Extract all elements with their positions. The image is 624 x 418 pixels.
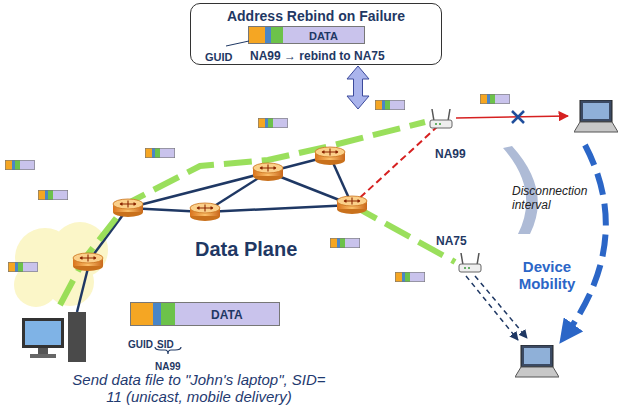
stand-base bbox=[30, 354, 56, 358]
network-cloud: NA99 bbox=[360, 72, 525, 172]
mobility-arc bbox=[565, 145, 606, 336]
lost-link bbox=[456, 116, 568, 118]
label-box: SID bbox=[157, 334, 174, 352]
mobility-label: Device Mobility bbox=[512, 258, 582, 293]
router bbox=[315, 147, 345, 165]
router bbox=[190, 203, 220, 221]
field-label: NA99 bbox=[155, 361, 181, 373]
label-box: GUID bbox=[128, 334, 153, 352]
packet-segment bbox=[161, 303, 175, 325]
state-label: Disconnection interval bbox=[512, 185, 602, 213]
delivery-path bbox=[352, 205, 455, 262]
link bbox=[77, 268, 88, 312]
payload-label: DATA bbox=[283, 27, 364, 43]
packet bbox=[480, 94, 510, 104]
desktop-pc bbox=[22, 312, 86, 362]
label-box: GUID bbox=[205, 47, 233, 65]
packet bbox=[145, 148, 175, 158]
link bbox=[128, 172, 268, 208]
packet bbox=[330, 238, 360, 248]
network-label: NA75 bbox=[436, 234, 467, 248]
label-box: NA99 → rebind to NA75 bbox=[250, 46, 385, 64]
failed-path bbox=[352, 126, 438, 205]
packet-segment bbox=[249, 27, 265, 43]
cloud-shape bbox=[68, 120, 409, 300]
packet-segment bbox=[271, 27, 283, 43]
packet bbox=[258, 118, 288, 128]
monitor bbox=[22, 318, 64, 348]
network-cloud: NA75 bbox=[378, 215, 518, 310]
packet-segment bbox=[153, 303, 161, 325]
tower bbox=[68, 312, 86, 362]
wireless-link bbox=[466, 276, 518, 340]
cloud-outline bbox=[60, 110, 420, 310]
cloud-shape bbox=[364, 77, 520, 167]
stand bbox=[38, 348, 48, 354]
packet-header: DATA bbox=[130, 302, 280, 326]
packets bbox=[5, 94, 510, 282]
link bbox=[205, 205, 352, 212]
label-box: Disconnection interval bbox=[512, 185, 602, 213]
router bbox=[73, 253, 103, 271]
router-links bbox=[77, 156, 352, 312]
cloud-shape bbox=[381, 220, 514, 306]
network-cloud: Data Plane bbox=[60, 110, 420, 310]
caption-note: Send data file to "John's laptop", SID= … bbox=[70, 371, 328, 406]
field-label: SID bbox=[157, 339, 174, 351]
network-label: Data Plane bbox=[195, 238, 297, 261]
packet-header: DATA bbox=[248, 26, 365, 44]
leader-line bbox=[226, 41, 249, 46]
cloud-outline bbox=[378, 215, 518, 310]
laptop bbox=[574, 100, 618, 132]
packet bbox=[375, 100, 405, 110]
router bbox=[337, 196, 367, 214]
laptop bbox=[515, 345, 559, 377]
packet bbox=[38, 190, 68, 200]
payload-label: DATA bbox=[175, 303, 279, 325]
packet bbox=[5, 160, 35, 170]
field-label: GUID bbox=[128, 339, 153, 351]
packet-segment bbox=[131, 303, 153, 325]
packet bbox=[395, 272, 425, 282]
field-label: GUID bbox=[205, 51, 233, 64]
label-box: Send data file to "John's laptop", SID= … bbox=[70, 371, 328, 406]
box-title: Address Rebind on Failure bbox=[191, 8, 441, 24]
router bbox=[113, 199, 143, 217]
router bbox=[253, 163, 283, 181]
label-box: Device Mobility bbox=[512, 258, 582, 293]
screen bbox=[25, 321, 61, 345]
rebind-note: NA99 → rebind to NA75 bbox=[250, 50, 385, 64]
access-point bbox=[459, 253, 481, 272]
break-mark bbox=[512, 111, 524, 123]
access-point bbox=[430, 109, 452, 128]
network-label: NA99 bbox=[435, 147, 466, 161]
packet bbox=[8, 262, 38, 272]
rebind-arrow bbox=[347, 66, 369, 109]
